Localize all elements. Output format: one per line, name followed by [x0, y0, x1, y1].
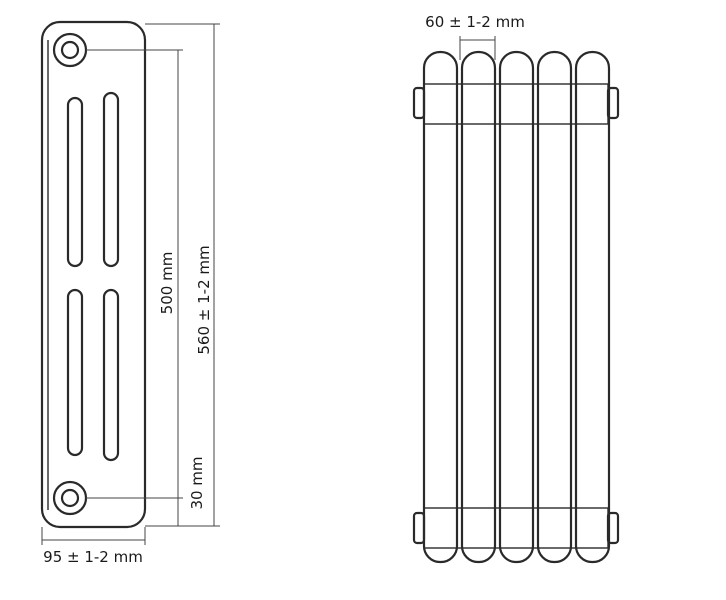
- label-depth: 95 ± 1-2 mm: [43, 548, 143, 566]
- dimension-bottom-offset: [145, 498, 183, 527]
- slot-lower-left: [66, 288, 84, 457]
- bottom-connection-outer: [52, 480, 88, 516]
- left-bottom-plug: [412, 511, 426, 545]
- section-1: [422, 50, 459, 564]
- slot-lower-right: [102, 288, 120, 462]
- top-connection-inner: [60, 40, 80, 60]
- section-2: [460, 50, 497, 564]
- label-section-width: 60 ± 1-2 mm: [425, 13, 525, 31]
- section-4: [536, 50, 573, 564]
- label-total-height: 560 ± 1-2 mm: [195, 245, 213, 354]
- dimension-section-width: [459, 36, 496, 60]
- left-top-plug: [412, 86, 426, 120]
- top-connection-outer: [52, 32, 88, 68]
- radiator-sections: [422, 50, 611, 564]
- slot-upper-right: [102, 91, 120, 268]
- bottom-connection-inner: [60, 488, 80, 508]
- section-3: [498, 50, 535, 564]
- side-view: 60 ± 1-2 mm: [412, 13, 620, 564]
- slot-upper-left: [66, 96, 84, 268]
- bottom-connector-band: [423, 507, 609, 549]
- label-bottom-offset: 30 mm: [188, 456, 206, 509]
- dimension-depth: [41, 527, 146, 545]
- front-view: 560 ± 1-2 mm 500 mm 30 mm 95 ± 1-2 mm: [40, 20, 220, 566]
- label-axis-distance: 500 mm: [158, 252, 176, 315]
- front-section-body: [40, 20, 147, 529]
- section-5: [574, 50, 611, 564]
- top-connector-band: [423, 83, 609, 125]
- dimension-axis-distance: [86, 49, 183, 499]
